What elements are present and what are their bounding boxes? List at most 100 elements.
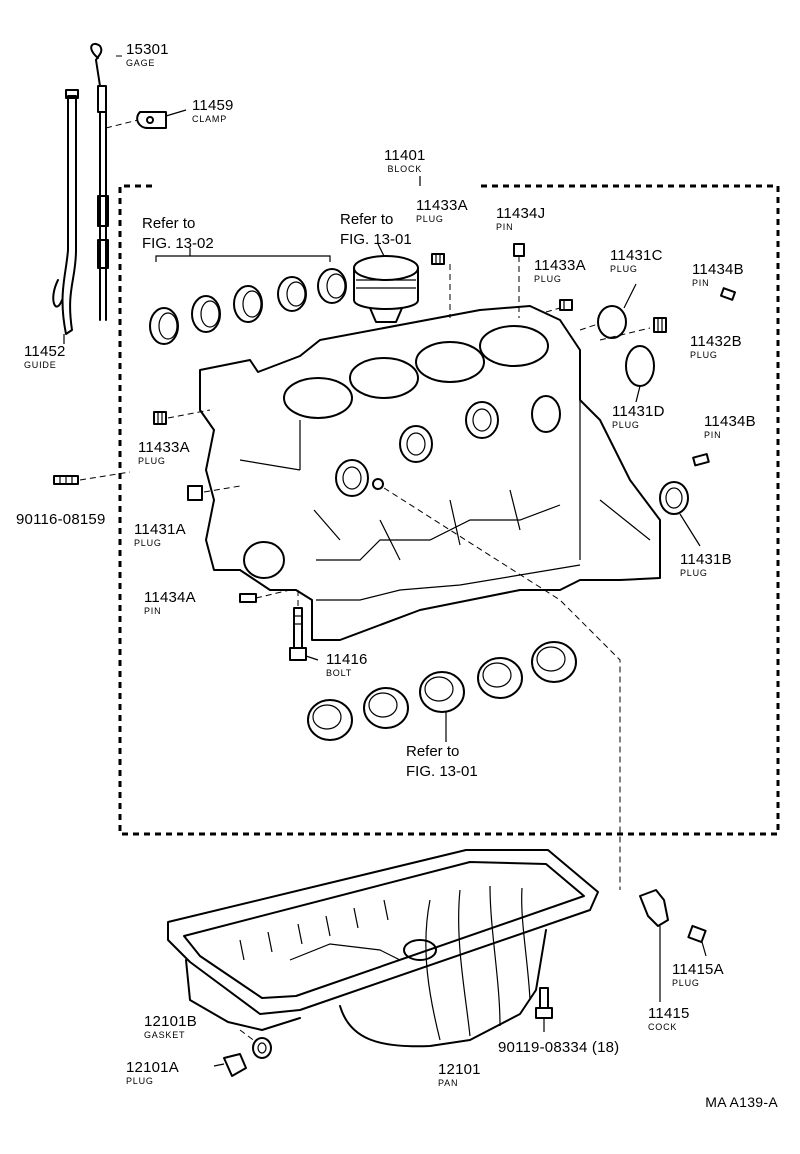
figure-code: MA A139-A [705, 1094, 778, 1110]
pin-11434b-top-shape [719, 287, 737, 301]
part-name: PLUG [126, 1076, 154, 1086]
pin-11434a-shape [239, 589, 291, 603]
part-number: 12101A [126, 1059, 179, 1076]
part-number: 11434B [692, 261, 744, 278]
part-number: 11433A [534, 257, 586, 274]
part-name: GASKET [144, 1030, 186, 1040]
part-name: BOLT [326, 668, 353, 678]
bearing-shell [277, 276, 307, 312]
oil-gage-guide [52, 89, 79, 344]
reference-line: Refer to [340, 211, 394, 228]
part-name: PLUG [680, 568, 708, 578]
plug-11431a-shape [187, 485, 241, 501]
part-number: 11416 [326, 651, 368, 668]
bolt-11416-shape [289, 586, 319, 661]
crank-bearings-lower [307, 641, 577, 742]
reference-line: Refer to [142, 215, 196, 232]
part-name: PIN [144, 606, 162, 616]
plug-11431c-shape [579, 283, 637, 339]
part-number: 11415 [648, 1005, 690, 1022]
plug-11433a-left-shape [153, 409, 211, 425]
part-name: PLUG [610, 264, 638, 274]
part-name: CLAMP [192, 114, 228, 124]
pin-11434b-right-shape [692, 453, 710, 467]
part-number: 11431B [680, 551, 732, 568]
part-number: 11431A [134, 521, 186, 538]
part-name: GUIDE [24, 360, 57, 370]
bearing-shell [419, 671, 465, 713]
part-name: PIN [496, 222, 514, 232]
part-number: 11434J [496, 205, 546, 222]
part-number: 11431D [612, 403, 665, 420]
bearing-shell [233, 285, 263, 323]
reference-line: FIG. 13-01 [340, 231, 412, 248]
cock-11415-shape [639, 889, 669, 1002]
part-name: PLUG [612, 420, 640, 430]
plug-11431b-shape [659, 481, 701, 547]
part-name: COCK [648, 1022, 678, 1032]
part-number: 90119-08334 (18) [498, 1039, 620, 1056]
part-number: 15301 [126, 41, 169, 58]
plug-11433a-top-shape [431, 253, 451, 318]
part-name: PLUG [134, 538, 162, 548]
reference-note: Refer to FIG. 13-01 [340, 210, 412, 250]
part-label: 90119-08334 (18) [498, 1040, 619, 1055]
part-number: 11401 [384, 147, 426, 164]
part-number: 11432B [690, 333, 742, 350]
bearing-shell [191, 295, 221, 333]
cock-leader-line [383, 487, 621, 890]
part-name: PLUG [672, 978, 700, 988]
part-name: PLUG [416, 214, 444, 224]
part-number: 11433A [138, 439, 190, 456]
reference-line: FIG. 13-01 [406, 763, 478, 780]
plug-12101a-shape [213, 1053, 247, 1077]
bearing-shell [317, 268, 347, 304]
part-number: 11452 [24, 343, 66, 360]
part-number: 11415A [672, 961, 724, 978]
bearing-shell [149, 307, 179, 345]
part-name: PIN [704, 430, 722, 440]
reference-line: Refer to [406, 743, 460, 760]
part-number: 12101 [438, 1061, 481, 1078]
gage-clamp [105, 109, 187, 129]
bearing-shell [363, 687, 409, 729]
gasket-12101b-shape [239, 1029, 272, 1059]
plug-11433a-mid-shape [545, 299, 573, 313]
bolt-90119-shape [535, 987, 553, 1032]
part-number: 11434A [144, 589, 196, 606]
piston-reference [353, 243, 419, 323]
part-number: 11431C [610, 247, 663, 264]
bearing-shell [531, 641, 577, 683]
plug-11432b-shape [599, 317, 667, 341]
oil-pan [167, 849, 599, 1048]
part-number: 11433A [416, 197, 468, 214]
part-name: GAGE [126, 58, 156, 68]
part-number: 11434B [704, 413, 756, 430]
part-number: 90116-08159 [16, 511, 106, 528]
block-assembly-frame [118, 176, 780, 836]
part-number: 12101B [144, 1013, 197, 1030]
bearing-shell [307, 699, 353, 741]
